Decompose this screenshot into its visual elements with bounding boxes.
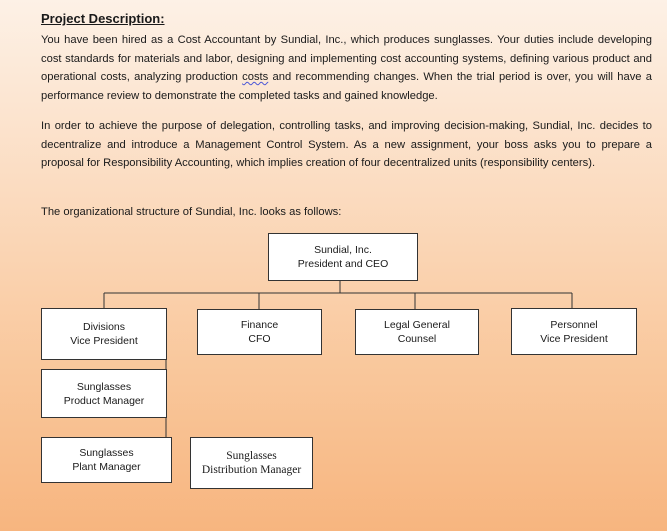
org-box-line: Counsel <box>397 333 437 345</box>
org-box-ceo: Sundial, Inc. President and CEO <box>268 233 418 281</box>
project-description-heading: Project Description: <box>41 11 165 26</box>
org-box-line: Sunglasses <box>76 380 132 393</box>
org-box-line: Sundial, Inc. <box>314 244 372 256</box>
org-box-line: CFO <box>248 333 271 345</box>
org-box-line: Sunglasses <box>79 447 134 459</box>
org-box-distribution-manager: Sunglasses Distribution Manager <box>190 437 313 489</box>
paragraph-job-description: You have been hired as a Cost Accountant… <box>41 31 652 105</box>
paragraph-assignment: In order to achieve the purpose of deleg… <box>41 120 652 169</box>
org-box-line: Product Manager <box>63 394 145 407</box>
org-box-plant-manager: Sunglasses Plant Manager <box>41 437 172 483</box>
org-box-line: Finance <box>240 319 279 331</box>
org-box-divisions-vp: Divisions Vice President <box>41 308 167 360</box>
org-box-line: Vice President <box>540 332 608 345</box>
paragraph-org-intro: The organizational structure of Sundial,… <box>41 206 342 218</box>
org-box-product-manager: Sunglasses Product Manager <box>41 369 167 418</box>
org-box-line: Legal General <box>384 319 450 331</box>
org-box-line: Personnel <box>550 318 598 331</box>
org-box-personnel-vp: Personnel Vice President <box>511 308 637 355</box>
paragraph-text: You have been hired as a Cost Accountant… <box>41 34 652 83</box>
spellcheck-marked-word[interactable]: costs <box>242 71 269 83</box>
org-box-line: Sunglasses <box>226 450 277 462</box>
org-box-line: Divisions <box>82 321 125 333</box>
org-box-line: President and CEO <box>297 258 389 270</box>
org-box-legal-counsel: Legal General Counsel <box>355 309 479 355</box>
org-box-line: Vice President <box>70 335 138 347</box>
org-box-finance-cfo: Finance CFO <box>197 309 322 355</box>
org-box-line: Distribution Manager <box>201 464 302 476</box>
paragraph-text: and recommending changes. When the trial… <box>41 71 652 102</box>
org-box-line: Plant Manager <box>72 461 141 473</box>
